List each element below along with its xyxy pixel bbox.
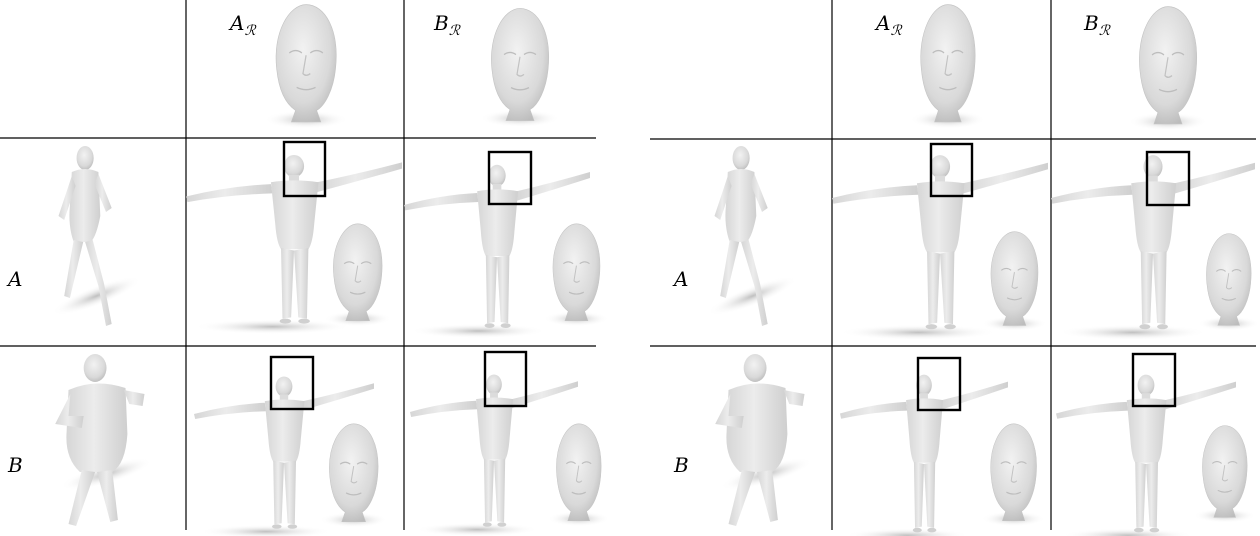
col-header-1: Aℛ	[874, 11, 902, 39]
row-label-a: A	[672, 267, 688, 291]
head-bust-result	[1197, 233, 1260, 332]
head-bust-result	[319, 423, 389, 529]
face-highlight-box	[269, 355, 315, 411]
face-highlight-box	[1145, 150, 1191, 207]
col-header-2: Bℛ	[433, 11, 461, 39]
walking-body-b	[715, 354, 815, 526]
tpose-body-bb	[410, 374, 578, 536]
walking-body-a	[704, 146, 801, 326]
row-label-a: A	[6, 267, 22, 291]
row-label-b: B	[7, 453, 23, 477]
head-bust-result	[981, 231, 1048, 332]
face-highlight-box	[487, 150, 533, 206]
walking-body-b	[55, 354, 155, 526]
head-bust-result	[546, 423, 611, 527]
head-bust-result	[981, 423, 1047, 527]
face-highlight-box	[1131, 352, 1177, 408]
face-highlight-box	[483, 350, 528, 408]
face-highlight-box	[929, 142, 974, 198]
panel-right: Aℛ Bℛ A B	[650, 0, 1260, 536]
head-bust-result	[1193, 425, 1257, 524]
head-bust-template-a	[909, 3, 987, 130]
row-label-b: B	[673, 453, 689, 477]
panel-left: Aℛ Bℛ A B	[0, 0, 611, 536]
head-bust-result	[323, 223, 393, 327]
tpose-body-ba	[840, 374, 1008, 536]
head-bust-template-b	[479, 7, 561, 128]
col-header-1: Aℛ	[228, 11, 256, 39]
head-bust-template-b	[1127, 5, 1209, 132]
face-highlight-box	[282, 140, 327, 198]
head-bust-result	[543, 223, 610, 327]
col-header-2: Bℛ	[1083, 11, 1111, 39]
head-bust-template-a	[263, 3, 349, 130]
face-highlight-box	[916, 356, 962, 412]
walking-body-a	[48, 146, 145, 326]
